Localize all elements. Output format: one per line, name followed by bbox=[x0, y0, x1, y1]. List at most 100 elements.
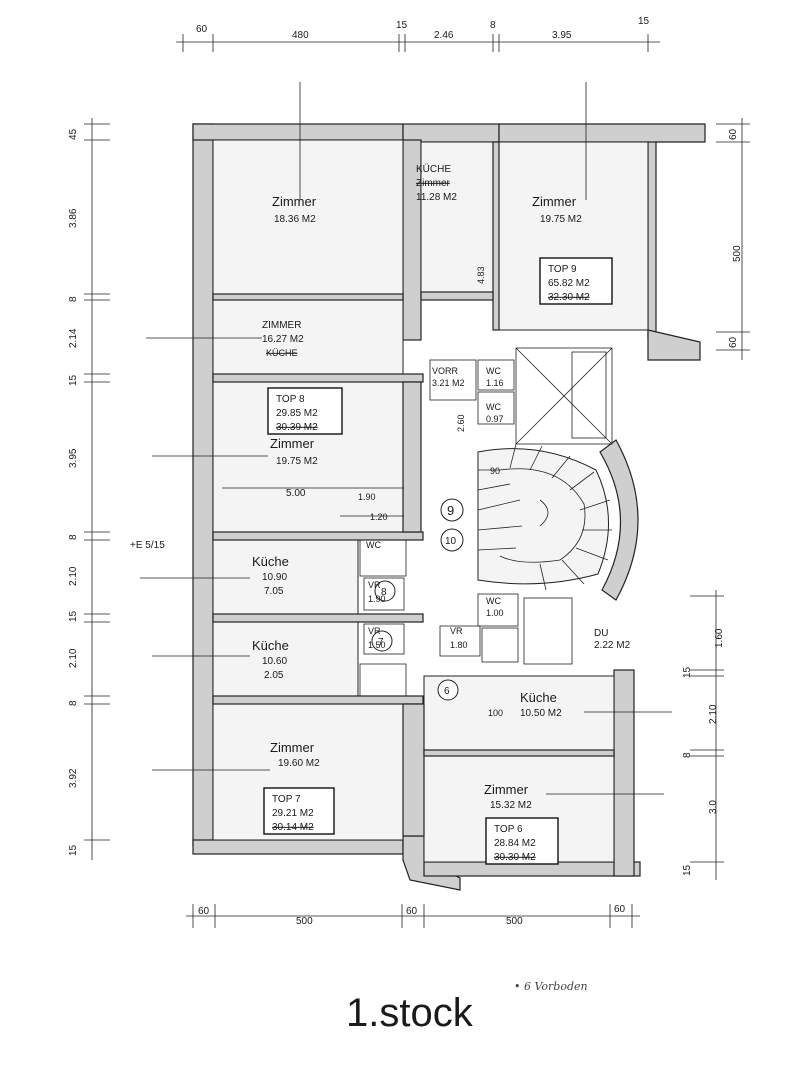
bottom-dimension-line: 60 500 60 500 60 bbox=[186, 904, 640, 928]
circle-10-label: 10 bbox=[445, 536, 457, 547]
wc1-area: 1.16 bbox=[486, 378, 504, 388]
bottom-dim-0: 60 bbox=[198, 906, 210, 917]
room-1-name: KÜCHE bbox=[416, 163, 451, 175]
top-3-area: 28.84 M2 bbox=[494, 838, 536, 849]
circle-9-label: 9 bbox=[447, 503, 454, 518]
vr2-area: 1.50 bbox=[368, 640, 386, 650]
top-0-label: TOP 9 bbox=[548, 264, 577, 275]
left-dim-9: 2.10 bbox=[68, 648, 79, 668]
left-dim-7: 2.10 bbox=[68, 566, 79, 586]
left-dim-4: 15 bbox=[68, 374, 79, 386]
bottom-dim-2: 60 bbox=[406, 906, 418, 917]
wc2-label: WC bbox=[486, 402, 501, 412]
room-2-area: 19.75 M2 bbox=[540, 214, 582, 225]
dim-190: 1.90 bbox=[358, 492, 376, 502]
right-dim-lower-2: 2.10 bbox=[708, 704, 719, 724]
room-9-area: 15.32 M2 bbox=[490, 800, 532, 811]
left-dim-12: 15 bbox=[68, 844, 79, 856]
room-6-name: Küche bbox=[252, 638, 289, 653]
small-labels: VORR 3.21 M2 WC 1.16 WC 0.97 WC WC 1.00 … bbox=[130, 266, 631, 718]
room-6-area: 10.60 bbox=[262, 656, 287, 667]
staircase bbox=[477, 439, 639, 601]
room-1-area: 11.28 M2 bbox=[416, 192, 457, 203]
top-2-area: 29.21 M2 bbox=[272, 808, 314, 819]
dim-260: 2.60 bbox=[456, 414, 466, 432]
vorr-label: VORR bbox=[432, 366, 459, 376]
dim-120: 1.20 bbox=[370, 512, 388, 522]
right-dim-lower-0: 1.60 bbox=[714, 628, 725, 648]
room-0-area: 18.36 M2 bbox=[274, 214, 316, 225]
wc3-label: WC bbox=[366, 540, 381, 550]
left-dim-6: 8 bbox=[68, 534, 79, 540]
vr3-area: 1.80 bbox=[450, 640, 468, 650]
top-0-area: 65.82 M2 bbox=[548, 278, 590, 289]
page-title: 1.stock bbox=[346, 991, 474, 1035]
right-dim-lower-3: 8 bbox=[682, 752, 693, 758]
top-dim-0: 60 bbox=[196, 24, 208, 35]
room-9-name: Zimmer bbox=[484, 782, 529, 797]
left-dim-2: 8 bbox=[68, 296, 79, 302]
top-2-label: TOP 7 bbox=[272, 794, 301, 805]
circle-6-label: 6 bbox=[444, 686, 450, 697]
top-unit-boxes: TOP 9 65.82 M2 32.30 M2 TOP 8 29.85 M2 3… bbox=[263, 257, 613, 865]
vr3-label: VR bbox=[450, 626, 463, 636]
room-2-name: Zimmer bbox=[532, 194, 577, 209]
room-3-name: ZIMMER bbox=[262, 320, 301, 331]
top-2-old: 30.14 M2 bbox=[272, 822, 314, 833]
room-7-area: 19.60 M2 bbox=[278, 758, 320, 769]
top-1-label: TOP 8 bbox=[276, 394, 305, 405]
top-1-old: 30.39 M2 bbox=[276, 422, 318, 433]
outer-walls bbox=[192, 123, 706, 891]
interior-walls bbox=[212, 141, 615, 837]
left-dim-11: 3.92 bbox=[68, 768, 79, 788]
room-3-sub: KÜCHE bbox=[266, 348, 298, 358]
bottom-dim-1: 500 bbox=[296, 916, 313, 927]
wc1-label: WC bbox=[486, 366, 501, 376]
left-dimension-line: 45 3.86 8 2.14 15 3.95 8 2.10 15 2.10 8 … bbox=[68, 118, 110, 860]
vr1-area: 1.90 bbox=[368, 594, 386, 604]
room-5-sub: 7.05 bbox=[264, 586, 284, 597]
dim-483: 4.83 bbox=[476, 266, 486, 284]
right-dim-lower-5: 15 bbox=[682, 864, 693, 876]
wet-cells bbox=[359, 347, 613, 697]
vr2-label: VR bbox=[368, 626, 381, 636]
leader-lines bbox=[140, 82, 672, 795]
top-3-old: 30.30 M2 bbox=[494, 852, 536, 863]
top-dim-4: 8 bbox=[490, 20, 496, 31]
left-dim-10: 8 bbox=[68, 700, 79, 706]
left-dim-1: 3.86 bbox=[68, 208, 79, 228]
right-dim-upper-2: 60 bbox=[728, 336, 739, 348]
right-dim-lower-4: 3.0 bbox=[708, 800, 719, 814]
top-dim-5: 3.95 bbox=[552, 30, 572, 41]
right-dimension-line-upper: 60 500 60 bbox=[716, 118, 750, 360]
top-dim-1: 480 bbox=[292, 30, 309, 41]
room-5-name: Küche bbox=[252, 554, 289, 569]
du-area: 2.22 M2 bbox=[594, 640, 631, 651]
top-3-label: TOP 6 bbox=[494, 824, 523, 835]
handwritten-note: • 6 Vorboden bbox=[514, 980, 588, 993]
dim-500: 5.00 bbox=[286, 488, 306, 499]
top-dimension-line: 60 480 15 2.46 8 3.95 15 bbox=[176, 16, 660, 52]
room-labels: Zimmer 18.36 M2 KÜCHE Zimmer 11.28 M2 Zi… bbox=[252, 163, 582, 811]
right-dim-lower-1: 15 bbox=[682, 666, 693, 678]
circle-8-label: 8 bbox=[381, 587, 387, 598]
room-3-area: 16.27 M2 bbox=[262, 334, 304, 345]
left-dim-8: 15 bbox=[68, 610, 79, 622]
du-label: DU bbox=[594, 628, 608, 639]
ref-label: +E 5/15 bbox=[130, 540, 165, 551]
room-4-name: Zimmer bbox=[270, 436, 315, 451]
right-dimension-line-lower: 1.60 15 2.10 8 3.0 15 bbox=[682, 590, 725, 880]
top-0-old: 32.30 M2 bbox=[548, 292, 590, 303]
bottom-dim-4: 60 bbox=[614, 904, 626, 915]
room-8-name: Küche bbox=[520, 690, 557, 705]
room-0-name: Zimmer bbox=[272, 194, 317, 209]
left-dim-5: 3.95 bbox=[68, 448, 79, 468]
room-1-name2: Zimmer bbox=[416, 178, 451, 189]
room-8-area: 10.50 M2 bbox=[520, 708, 562, 719]
room-7-name: Zimmer bbox=[270, 740, 315, 755]
room-4-area: 19.75 M2 bbox=[276, 456, 318, 467]
top-dim-3: 2.46 bbox=[434, 30, 454, 41]
room-5-area: 10.90 bbox=[262, 572, 287, 583]
dim-90: 90 bbox=[490, 466, 500, 476]
wc2-area: 0.97 bbox=[486, 414, 504, 424]
